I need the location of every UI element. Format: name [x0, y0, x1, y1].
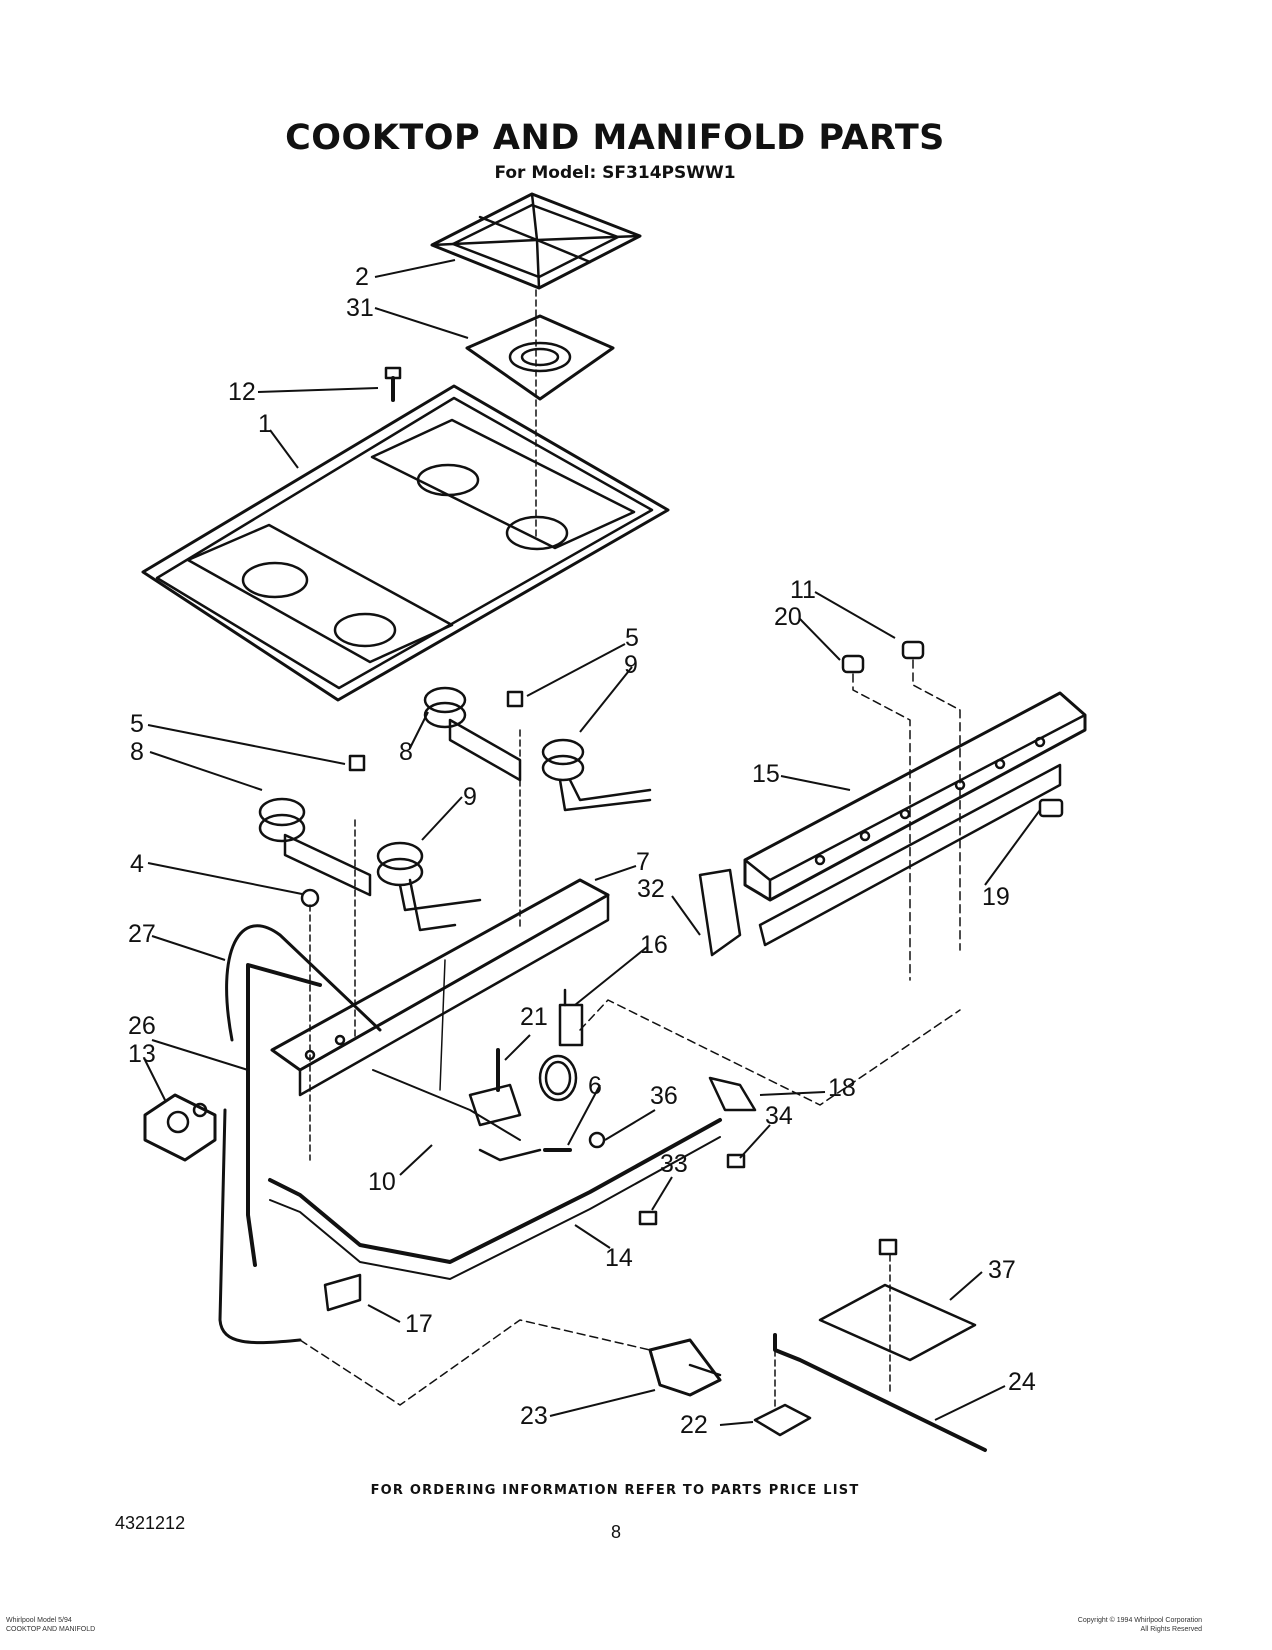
screw-part-33 — [638, 1210, 658, 1226]
callout-19: 19 — [982, 883, 1010, 911]
callout-12: 12 — [228, 378, 256, 406]
screw-part-34 — [726, 1153, 746, 1169]
burner-grate-part-2 — [430, 192, 642, 290]
callout-11: 11 — [790, 576, 816, 604]
fine-print-left-line: COOKTOP AND MANIFOLD — [6, 1626, 96, 1633]
fine-print-left: Whirlpool Model 5/94 COOKTOP AND MANIFOL… — [6, 1616, 95, 1634]
fine-print-left-line: Whirlpool Model 5/94 — [6, 1617, 72, 1624]
igniter-tube-part-24 — [773, 1333, 987, 1452]
callout-1: 1 — [258, 410, 272, 438]
cooktop-part-1 — [141, 384, 670, 702]
callout-26: 26 — [128, 1012, 156, 1040]
callout-17: 17 — [405, 1310, 433, 1338]
fine-print-right-line: Copyright © 1994 Whirlpool Corporation — [1077, 1617, 1202, 1624]
callout-18: 18 — [828, 1074, 856, 1102]
callout-32: 32 — [637, 875, 665, 903]
rear-burner-assembly — [423, 686, 652, 812]
callout-23: 23 — [520, 1402, 548, 1430]
callout-8-upper: 8 — [399, 738, 413, 766]
fine-print-right-line: All Rights Reserved — [1140, 1626, 1202, 1633]
front-burner-assembly — [258, 797, 482, 932]
drip-bowl-part-31 — [465, 314, 615, 401]
nut-part-4 — [300, 888, 320, 908]
manifold-pipe-part-14 — [268, 1118, 722, 1264]
clip-part-5-lower — [348, 754, 366, 772]
spark-module-part-22 — [753, 1403, 812, 1437]
callout-7: 7 — [636, 848, 650, 876]
callout-37: 37 — [988, 1256, 1016, 1284]
callout-34: 34 — [765, 1102, 793, 1130]
callout-2: 2 — [355, 263, 369, 291]
callout-5-upper: 5 — [625, 624, 639, 652]
regulator-part-13 — [143, 1093, 217, 1162]
control-bracket-part-15 — [743, 691, 1087, 947]
callout-9-upper: 9 — [624, 651, 638, 679]
knob-part-11 — [901, 640, 925, 660]
clip-part-5-upper — [506, 690, 524, 708]
callout-24: 24 — [1008, 1368, 1036, 1396]
page-number: 8 — [611, 1522, 622, 1542]
tubing-part-27 — [225, 924, 382, 1042]
callout-15: 15 — [752, 760, 780, 788]
callout-21: 21 — [520, 1003, 548, 1031]
callout-16: 16 — [640, 931, 668, 959]
bracket-part-32 — [698, 868, 742, 957]
callout-10: 10 — [368, 1168, 396, 1196]
document-number: 4321212 — [115, 1513, 186, 1533]
callout-33: 33 — [660, 1150, 688, 1178]
fine-print-right: Copyright © 1994 Whirlpool Corporation A… — [1078, 1616, 1202, 1634]
knob-part-20 — [841, 654, 865, 674]
callout-20: 20 — [774, 603, 802, 631]
bracket-part-17 — [323, 1273, 362, 1312]
tubing-part-26 — [246, 963, 322, 1267]
callout-5-lower: 5 — [130, 710, 144, 738]
nut-part-36 — [588, 1131, 606, 1149]
screw-part-12 — [384, 366, 402, 402]
callout-22: 22 — [680, 1411, 708, 1439]
ordering-note: FOR ORDERING INFORMATION REFER TO PARTS … — [370, 1483, 860, 1498]
callout-31: 31 — [346, 294, 374, 322]
spring-part-21 — [538, 1054, 578, 1102]
page-title: COOKTOP AND MANIFOLD PARTS — [285, 118, 945, 158]
manifold-support-part-7 — [270, 878, 610, 1097]
callout-13: 13 — [128, 1040, 156, 1068]
callout-6: 6 — [588, 1072, 602, 1100]
model-subtitle: For Model: SF314PSWW1 — [494, 163, 736, 183]
callout-14: 14 — [605, 1244, 633, 1272]
igniter-switch-part-23 — [648, 1338, 722, 1397]
callout-36: 36 — [650, 1082, 678, 1110]
valve-part-16 — [558, 1003, 584, 1047]
callout-9-lower: 9 — [463, 783, 477, 811]
switch-part-19 — [1038, 798, 1064, 818]
callout-4: 4 — [130, 850, 144, 878]
heat-shield-part-37 — [818, 1238, 977, 1396]
callout-27: 27 — [128, 920, 156, 948]
bracket-part-18 — [708, 1076, 757, 1112]
callout-8-lower: 8 — [130, 738, 144, 766]
